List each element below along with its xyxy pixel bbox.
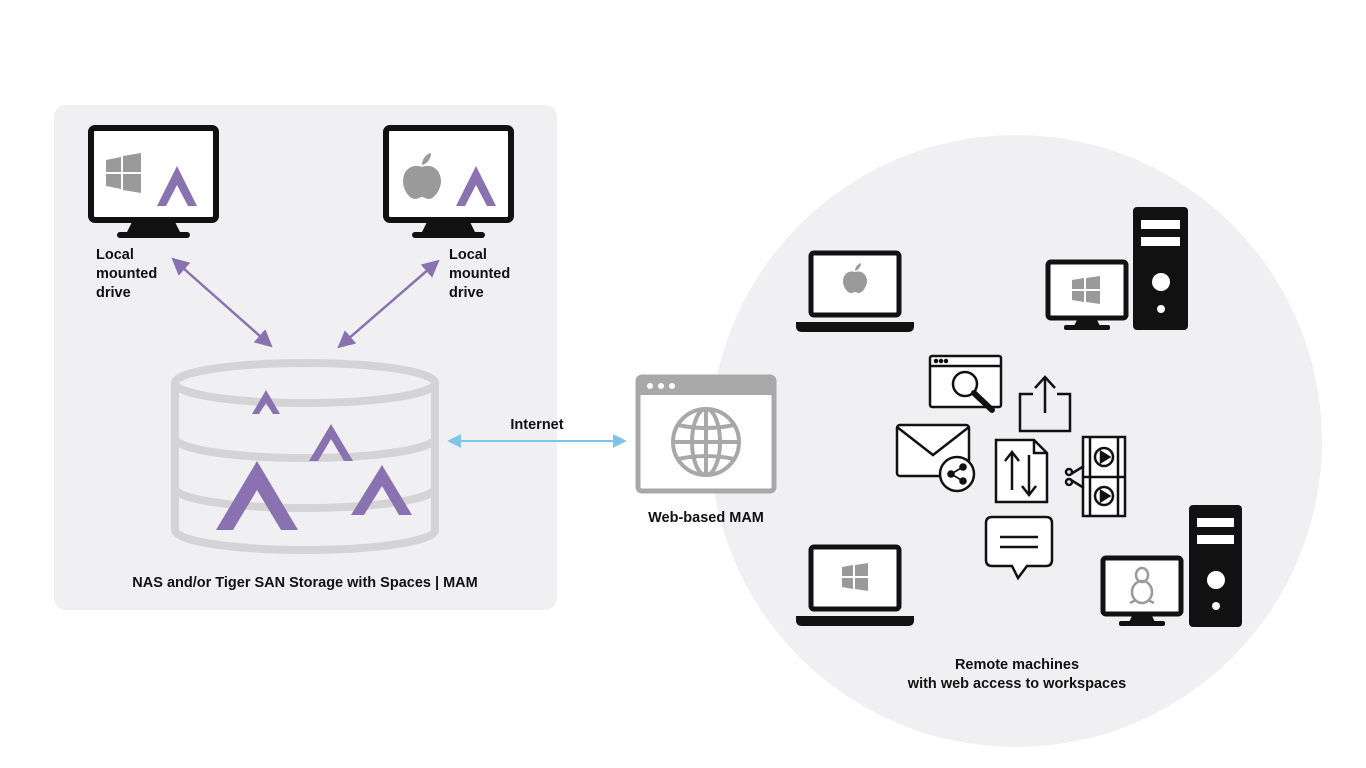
globe-icon <box>671 407 741 477</box>
windows-icon <box>842 563 868 591</box>
tiger-logo-icon <box>157 166 197 206</box>
linux-icon <box>1129 566 1155 605</box>
storage-tiger-logos <box>216 390 412 530</box>
apple-icon <box>403 153 441 199</box>
apple-icon <box>843 263 867 293</box>
desktop-windows-icon <box>1045 207 1188 330</box>
tiger-logo-icon <box>309 424 353 461</box>
chat-icon <box>984 515 1054 581</box>
remote-machines-label: Remote machines with web access to works… <box>907 657 1127 692</box>
local-monitor-windows <box>88 125 219 238</box>
web-mam-label: Web-based MAM <box>648 510 764 526</box>
tiger-logo-icon <box>456 166 496 206</box>
upload-icon <box>1018 375 1072 433</box>
tiger-logo-icon <box>351 465 412 515</box>
laptop-windows-icon <box>796 544 914 626</box>
search-window-icon <box>928 354 1003 413</box>
local-drive-label-left: Local mounted drive <box>96 247 158 301</box>
storage-label: NAS and/or Tiger SAN Storage with Spaces… <box>132 575 478 591</box>
windows-icon <box>106 153 141 193</box>
browser-window-icon <box>635 374 777 494</box>
file-transfer-icon <box>994 438 1049 504</box>
database-icon <box>171 359 439 554</box>
laptop-apple-icon <box>796 250 914 332</box>
local-monitor-apple <box>383 125 514 238</box>
tiger-logo-icon <box>216 461 298 530</box>
arrow-right-monitor-storage <box>337 259 440 349</box>
internet-label: Internet <box>510 417 564 433</box>
windows-icon <box>1072 276 1100 304</box>
tiger-logo-icon <box>252 390 280 414</box>
video-edit-icon <box>1064 435 1127 518</box>
email-share-icon <box>895 423 976 493</box>
local-drive-label-right: Local mounted drive <box>449 247 511 301</box>
arrow-left-monitor-storage <box>171 257 273 348</box>
desktop-linux-icon <box>1100 505 1242 627</box>
